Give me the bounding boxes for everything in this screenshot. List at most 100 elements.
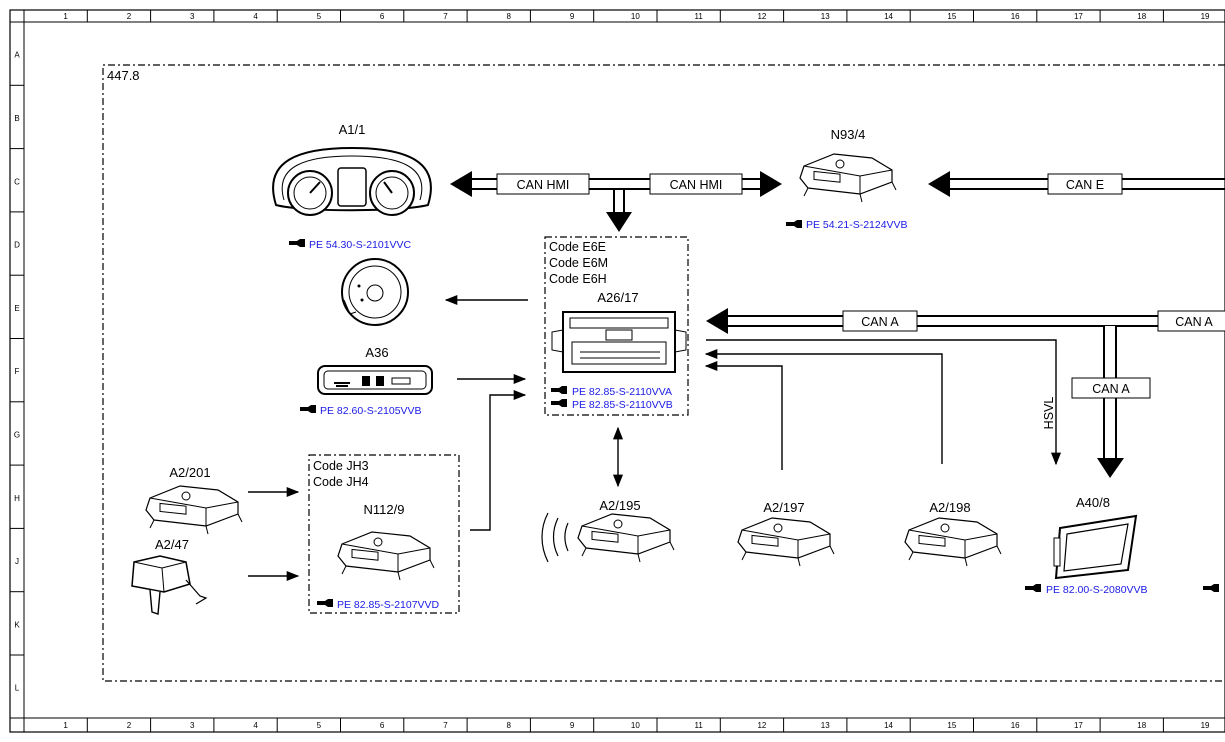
grid-col-7: 7	[443, 12, 448, 21]
grid-col-8: 8	[507, 12, 512, 21]
n93-4-ref-link[interactable]: PE 54.21-S-2124VVB	[786, 219, 908, 231]
n112-9-ref[interactable]: PE 82.85-S-2107VVD	[337, 599, 440, 611]
grid-col-11: 11	[694, 12, 703, 21]
a26-17-label: A26/17	[597, 290, 638, 305]
n93-4-module[interactable]	[799, 153, 897, 203]
n112-9-ref-link[interactable]: PE 82.85-S-2107VVD	[317, 599, 440, 611]
grid-col-6: 6	[380, 12, 385, 21]
wire-a2-197	[704, 360, 783, 470]
grid-col-2: 2	[127, 721, 132, 730]
a40-8-display[interactable]	[1053, 514, 1138, 580]
a26-17-code-2: Code E6M	[549, 256, 608, 270]
grid-col-11: 11	[694, 721, 703, 730]
a2-201-antenna[interactable]	[145, 485, 243, 535]
a2-195-antenna[interactable]	[577, 513, 675, 563]
grid-row-F: F	[15, 367, 20, 376]
grid-col-12: 12	[757, 721, 766, 730]
n93-4-ref[interactable]: PE 54.21-S-2124VVB	[806, 219, 908, 231]
a26-17-head-unit[interactable]	[551, 311, 687, 373]
wire-a2-198	[704, 348, 943, 464]
grid-col-18: 18	[1137, 721, 1146, 730]
a40-8-ref-link[interactable]: PE 82.00-S-2080VVB	[1025, 584, 1148, 596]
a26-17-box	[544, 236, 689, 416]
grid-col-16: 16	[1011, 12, 1020, 21]
can-a-vertical-label: CAN A	[1092, 382, 1130, 396]
grid-col-5: 5	[317, 721, 322, 730]
can-e-bus	[928, 171, 1225, 197]
system-boundary	[102, 64, 1225, 682]
can-hmi-left-label: CAN HMI	[517, 178, 570, 192]
a26-17-ref-1[interactable]: PE 82.85-S-2110VVA	[572, 386, 672, 398]
can-a-bus	[706, 308, 1225, 478]
radio-waves-icon	[541, 512, 569, 563]
grid-col-15: 15	[947, 721, 956, 730]
a2-198-antenna[interactable]	[904, 517, 1002, 567]
grid-row-G: G	[14, 430, 20, 439]
a40-8-ref[interactable]: PE 82.00-S-2080VVB	[1046, 584, 1148, 596]
a2-195-label: A2/195	[599, 498, 640, 513]
can-a-mid-label: CAN A	[861, 315, 899, 329]
grid-col-5: 5	[317, 12, 322, 21]
grid-col-9: 9	[570, 721, 575, 730]
a26-17-code-3: Code E6H	[549, 272, 607, 286]
a2-197-antenna[interactable]	[737, 517, 835, 567]
a26-17-ref-link-2[interactable]: PE 82.85-S-2110VVB	[551, 399, 673, 411]
a1-1-label: A1/1	[339, 122, 366, 137]
grid-row-K: K	[14, 620, 20, 629]
grid-col-19: 19	[1201, 721, 1210, 730]
grid-col-13: 13	[821, 12, 830, 21]
a26-17-ref-2[interactable]: PE 82.85-S-2110VVB	[572, 399, 673, 411]
grid-col-6: 6	[380, 721, 385, 730]
n93-4-label: N93/4	[831, 127, 866, 142]
controller-knob[interactable]	[341, 258, 409, 326]
grid-row-J: J	[15, 557, 19, 566]
grid-col-18: 18	[1137, 12, 1146, 21]
a2-201-label: A2/201	[169, 465, 210, 480]
a1-1-ref[interactable]: PE 54.30-S-2101VVC	[309, 239, 412, 251]
grid-col-2: 2	[127, 12, 132, 21]
hsvl-wire	[706, 339, 1062, 466]
n112-9-module[interactable]	[337, 531, 435, 581]
grid-col-1: 1	[63, 12, 68, 21]
a2-47-module[interactable]	[131, 555, 208, 615]
a40-8-label: A40/8	[1076, 495, 1110, 510]
n112-9-box	[308, 454, 460, 614]
grid-col-12: 12	[757, 12, 766, 21]
grid-col-7: 7	[443, 721, 448, 730]
grid-row-B: B	[14, 114, 19, 123]
offpage-ref-icon	[1203, 584, 1219, 592]
grid-row-E: E	[14, 304, 19, 313]
n112-9-code-2: Code JH4	[313, 475, 369, 489]
a1-1-ref-link[interactable]: PE 54.30-S-2101VVC	[289, 239, 412, 251]
grid-col-10: 10	[631, 721, 640, 730]
a36-usb-hub[interactable]	[317, 365, 433, 395]
grid-col-15: 15	[947, 12, 956, 21]
grid-row-C: C	[14, 177, 20, 186]
a26-17-ref-link-1[interactable]: PE 82.85-S-2110VVA	[551, 386, 672, 398]
a2-197-label: A2/197	[763, 500, 804, 515]
a1-1-instrument-cluster[interactable]	[272, 146, 432, 216]
grid-col-3: 3	[190, 12, 195, 21]
grid-col-4: 4	[253, 12, 258, 21]
n112-9-code-1: Code JH3	[313, 459, 369, 473]
grid-col-19: 19	[1201, 12, 1210, 21]
a36-ref-link[interactable]: PE 82.60-S-2105VVB	[300, 405, 422, 417]
n112-9-label: N112/9	[364, 502, 405, 517]
grid-row-A: A	[14, 51, 20, 60]
can-a-right-label: CAN A	[1175, 315, 1213, 329]
grid-col-14: 14	[884, 721, 893, 730]
grid-col-8: 8	[507, 721, 512, 730]
can-hmi-bus	[450, 171, 782, 232]
grid-col-17: 17	[1074, 721, 1083, 730]
hsvl-label: HSVL	[1042, 397, 1056, 430]
can-hmi-right-label: CAN HMI	[670, 178, 723, 192]
a2-198-label: A2/198	[929, 500, 970, 515]
a36-ref[interactable]: PE 82.60-S-2105VVB	[320, 405, 422, 417]
grid-col-10: 10	[631, 12, 640, 21]
grid-col-9: 9	[570, 12, 575, 21]
